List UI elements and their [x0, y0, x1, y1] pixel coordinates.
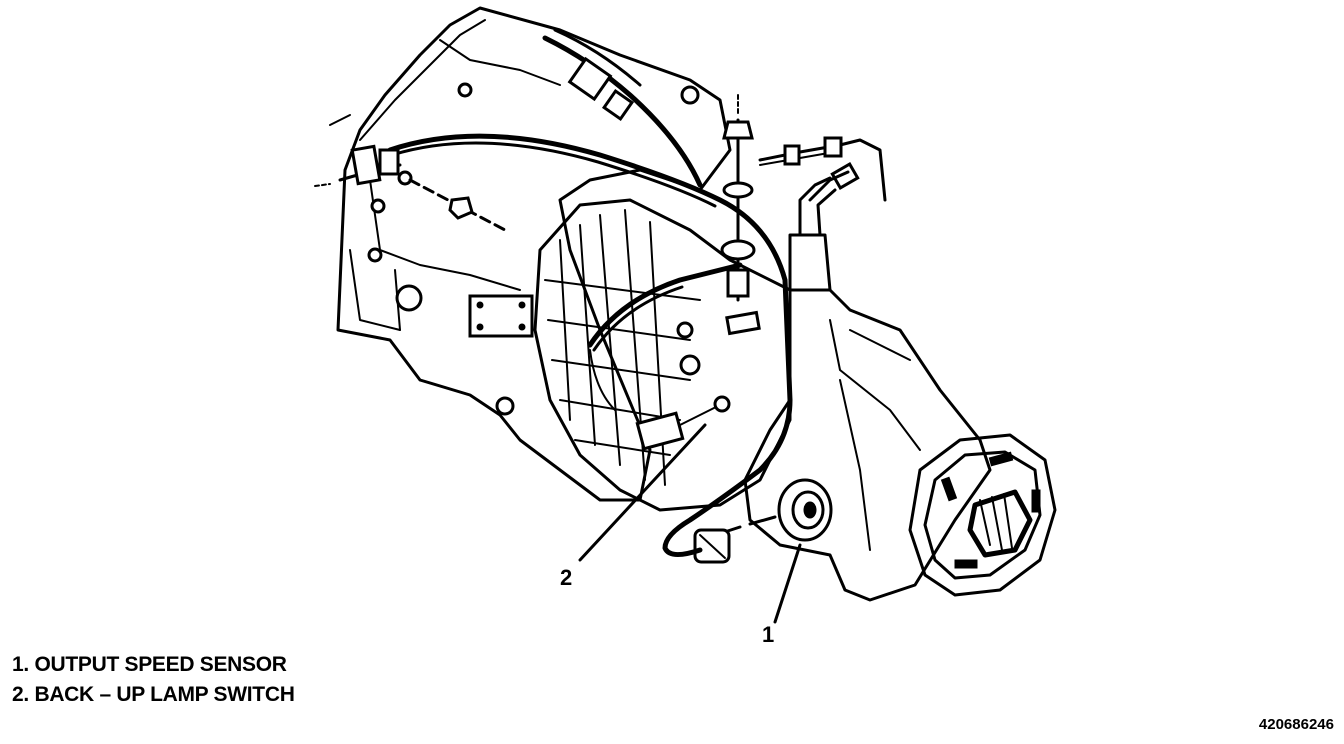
wiring-harness: [387, 133, 793, 557]
output-yoke: [908, 433, 1057, 597]
legend-item-output-speed-sensor: 1. OUTPUT SPEED SENSOR: [12, 653, 287, 676]
vent-tube: [758, 136, 887, 202]
transmission-case: [533, 198, 792, 512]
shift-lever-fitting: [314, 144, 507, 232]
output-speed-sensor: [693, 478, 833, 564]
legend: 1. OUTPUT SPEED SENSOR 2. BACK – UP LAMP…: [12, 650, 295, 710]
callout-2-leader: [578, 423, 707, 562]
callout-number-2: 2: [560, 565, 572, 590]
cooler-line: [542, 28, 703, 188]
mounting-stud: [720, 94, 756, 302]
callout-1-leader: [773, 543, 802, 624]
figure-id: 420686246: [1258, 716, 1334, 733]
extension-housing: [725, 176, 992, 602]
legend-item-backup-lamp-switch: 2. BACK – UP LAMP SWITCH: [12, 683, 295, 706]
bell-housing: [329, 6, 732, 502]
callout-number-1: 1: [762, 622, 774, 647]
